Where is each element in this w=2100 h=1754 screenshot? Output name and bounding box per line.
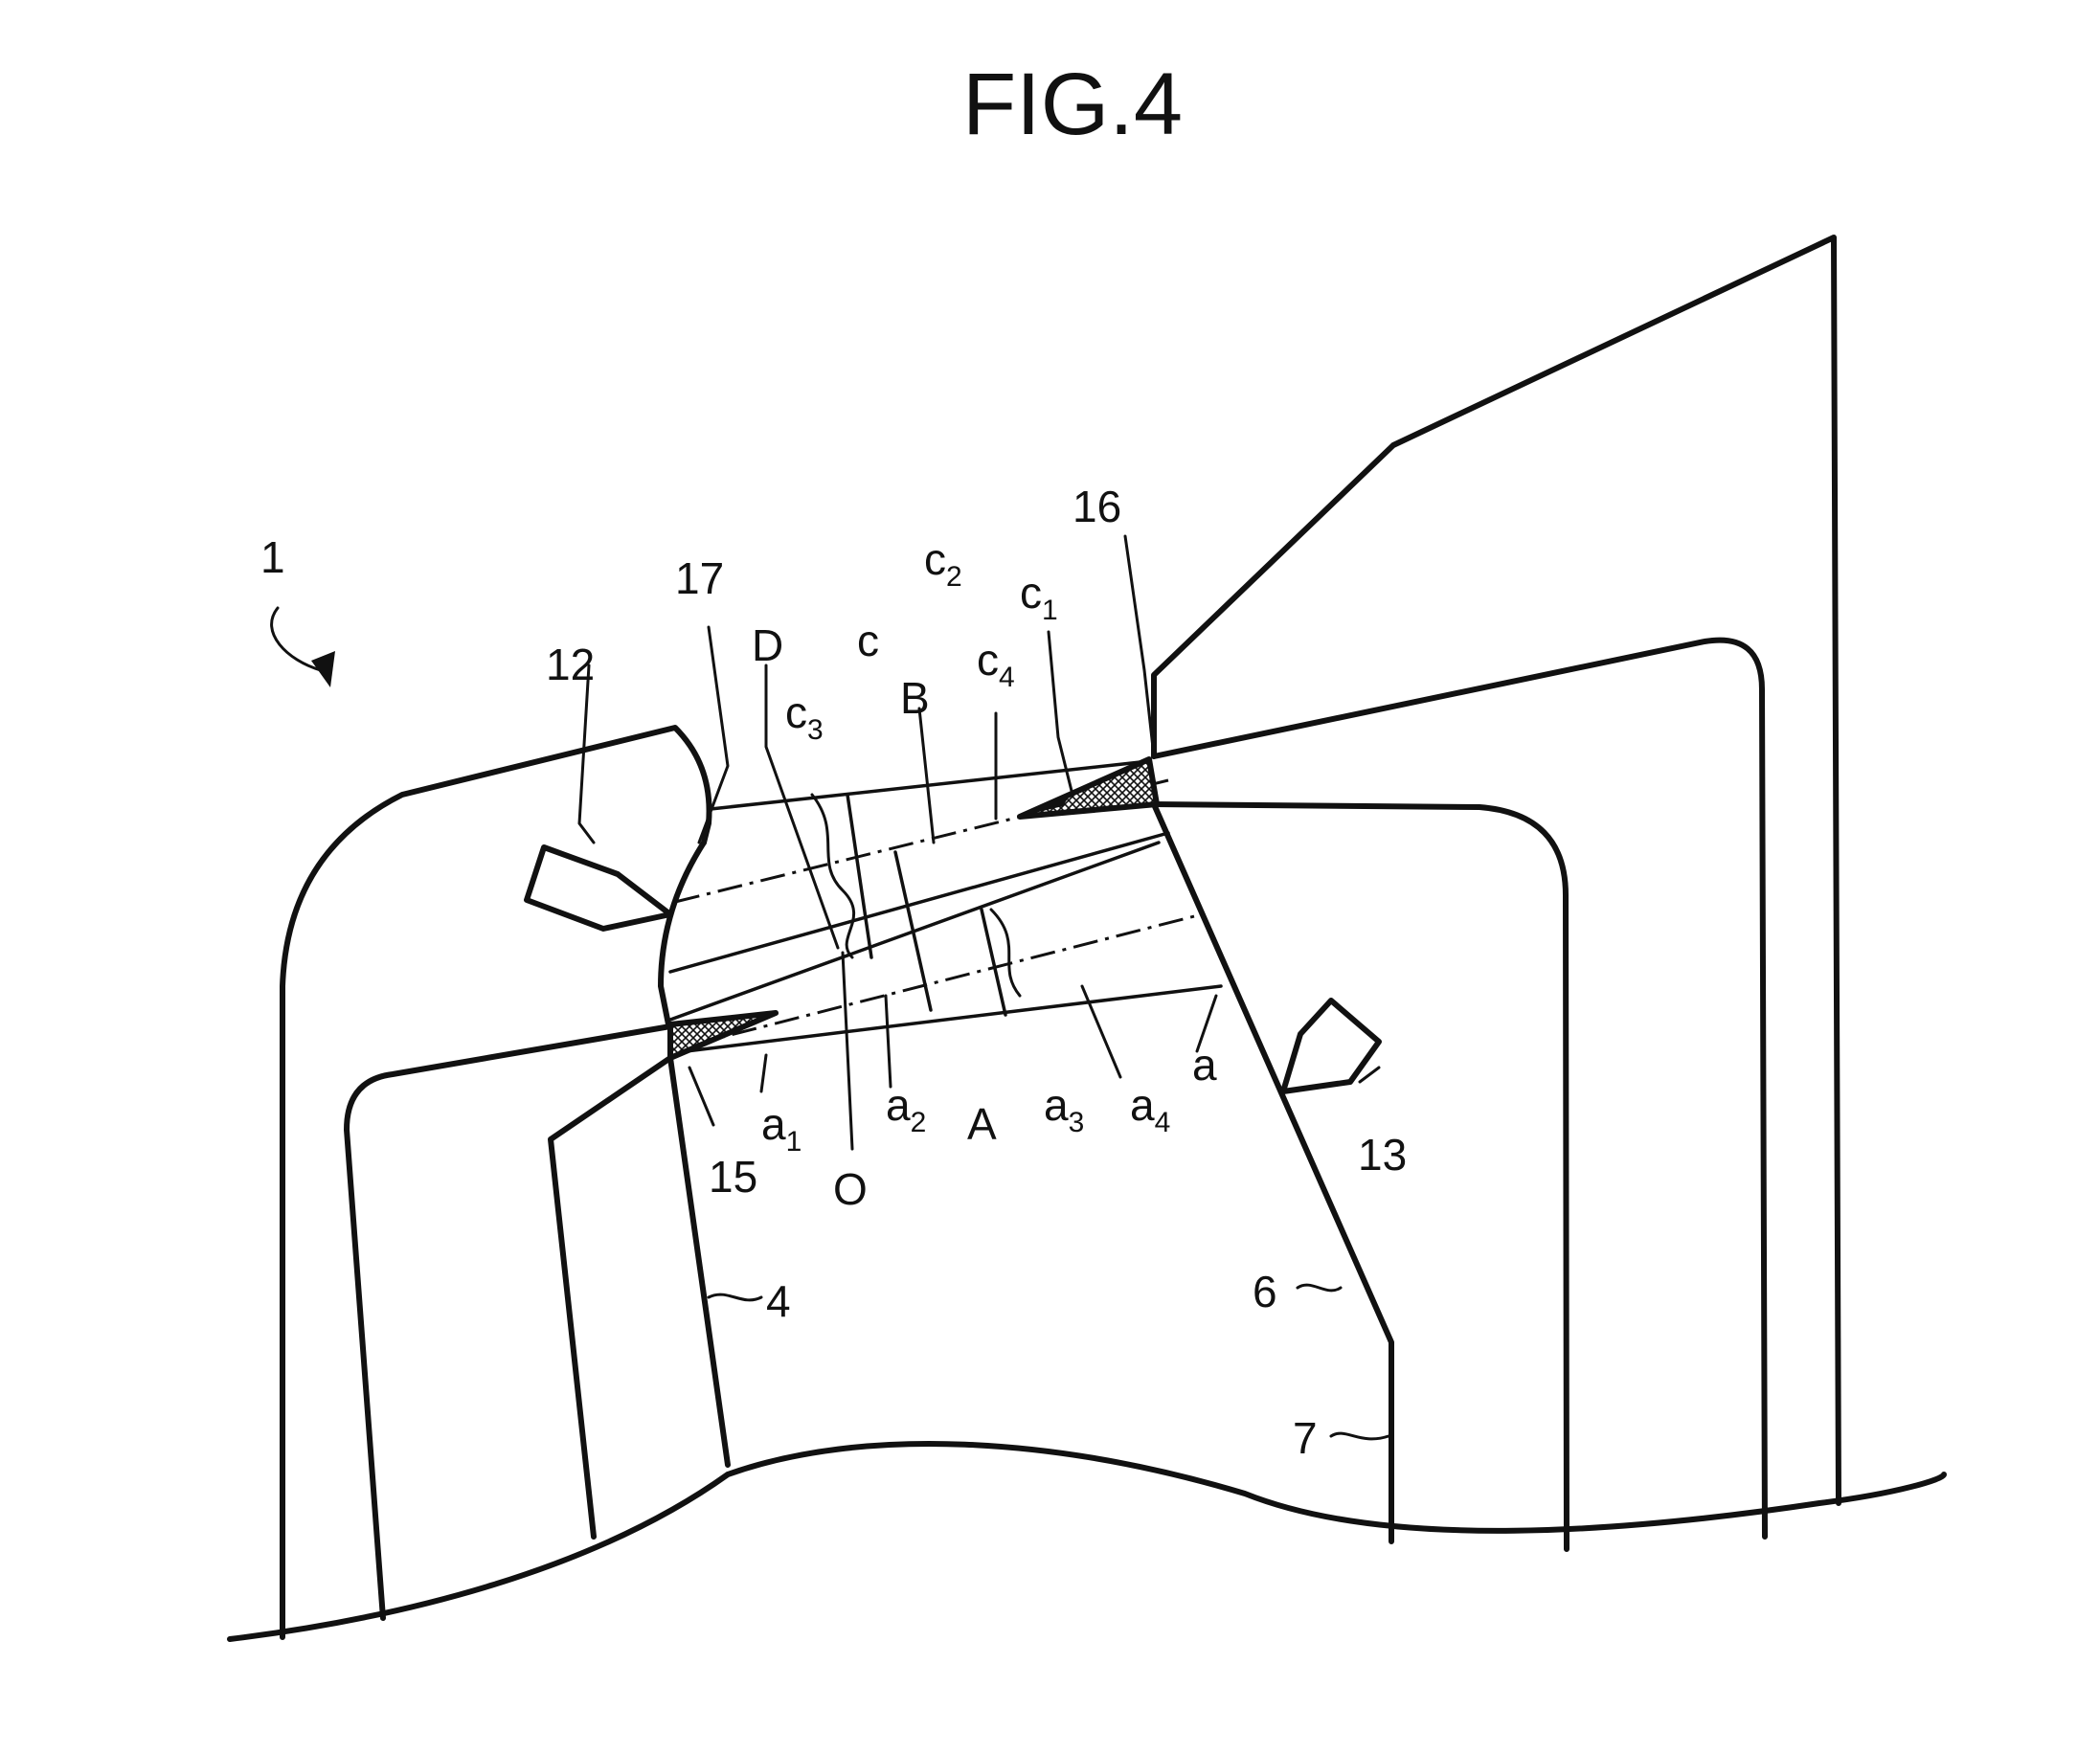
inner-casing-left	[347, 1026, 670, 1618]
leader-4	[709, 1294, 761, 1300]
label-D: D	[752, 620, 783, 670]
leader-O	[843, 953, 852, 1149]
label-a3: a3	[1044, 1080, 1084, 1138]
outer-casing-left	[282, 728, 710, 1637]
leader-a2	[886, 996, 891, 1087]
label-7: 7	[1293, 1413, 1318, 1463]
flow-line-upper-mid	[670, 833, 1168, 972]
label-a4: a4	[1130, 1080, 1170, 1138]
label-17: 17	[675, 553, 724, 603]
cut-B	[895, 852, 931, 1010]
label-6: 6	[1253, 1267, 1277, 1316]
label-15: 15	[709, 1152, 757, 1202]
leader-16	[1125, 536, 1154, 756]
passage-wall-left	[661, 843, 704, 1024]
cut-c	[847, 795, 871, 957]
label-13: 13	[1358, 1130, 1407, 1180]
label-4: 4	[766, 1276, 791, 1326]
leader-15	[689, 1068, 713, 1125]
leader-12	[579, 665, 594, 843]
label-c4: c4	[977, 635, 1015, 693]
leader-6	[1298, 1285, 1341, 1291]
label-A: A	[967, 1099, 997, 1149]
leader-B	[919, 708, 934, 843]
sensor-12	[527, 847, 670, 929]
blade-tip-15	[670, 1013, 776, 1058]
leader-a1	[761, 1055, 766, 1091]
label-c: c	[857, 616, 879, 665]
hub-curve	[230, 1444, 1944, 1639]
label-B: B	[900, 673, 930, 723]
leader-7	[1331, 1433, 1389, 1439]
label-1: 1	[260, 532, 285, 582]
casing-left-inner	[551, 1058, 670, 1537]
figure-title: FIG.4	[962, 56, 1183, 153]
label-c2: c2	[924, 534, 962, 593]
label-a1: a1	[761, 1099, 802, 1158]
label-a: a	[1192, 1040, 1217, 1090]
chord-lower	[689, 914, 1202, 1046]
label-12: 12	[546, 640, 595, 689]
label-c1: c1	[1020, 568, 1058, 626]
blade-4	[670, 1058, 728, 1465]
inner-casing-right	[1154, 641, 1765, 1537]
blade-6	[1154, 804, 1391, 1541]
label-a2: a2	[886, 1080, 926, 1138]
label-O: O	[833, 1164, 868, 1214]
leader-13	[1360, 1068, 1379, 1082]
label-16: 16	[1073, 482, 1121, 531]
label-c3: c3	[785, 687, 824, 746]
wave-a3	[991, 910, 1020, 996]
